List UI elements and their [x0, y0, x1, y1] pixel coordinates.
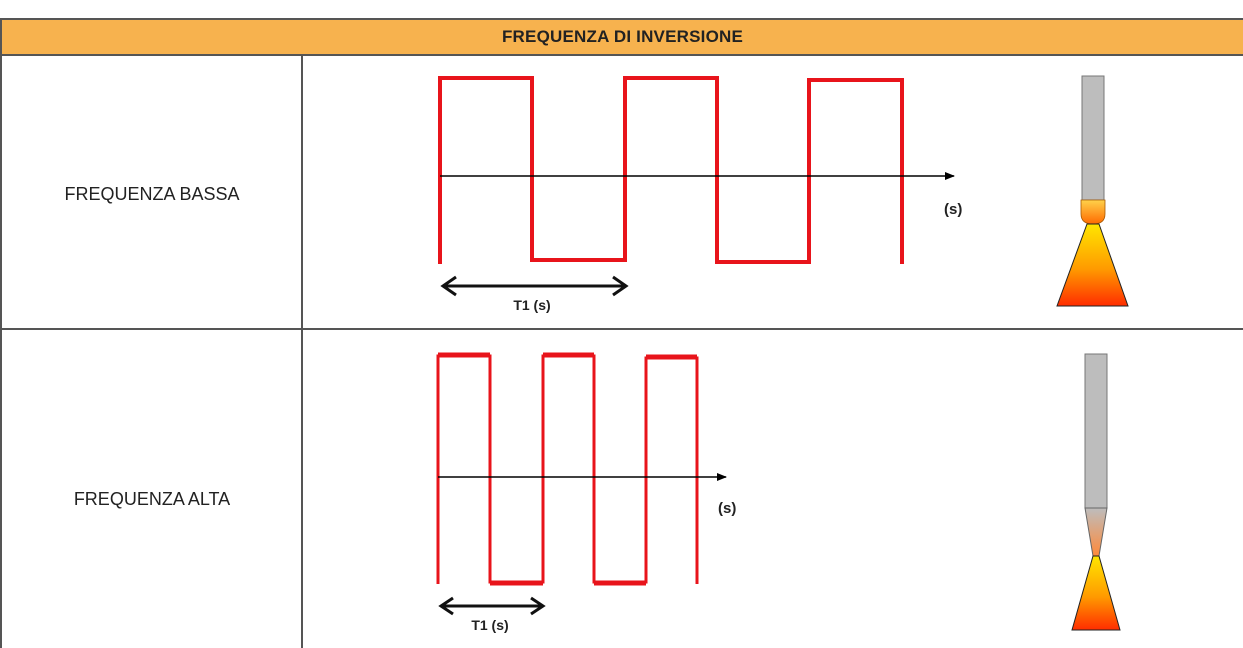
arc-flame-low-frequency	[1056, 223, 1129, 307]
column-divider	[301, 56, 303, 648]
left-border	[0, 18, 2, 648]
axis-label-high-frequency: (s)	[718, 500, 736, 517]
square-wave-high-frequency	[436, 352, 699, 586]
period-label-high-frequency: T1 (s)	[471, 617, 508, 633]
row-label-low-frequency: FREQUENZA BASSA	[64, 184, 240, 204]
electrode-high-frequency	[1084, 353, 1108, 557]
axis-label-low-frequency: (s)	[944, 201, 962, 218]
period-arrow-low-frequency	[440, 275, 629, 297]
square-wave-low-frequency	[438, 76, 904, 264]
row-divider	[0, 328, 1243, 330]
period-arrow-high-frequency	[438, 596, 546, 616]
arc-flame-high-frequency	[1071, 555, 1121, 631]
electrode-low-frequency	[1080, 75, 1106, 225]
period-label-low-frequency: T1 (s)	[513, 297, 550, 313]
row-label-high-frequency: FREQUENZA ALTA	[73, 489, 231, 509]
table-header: FREQUENZA DI INVERSIONE	[0, 18, 1243, 56]
